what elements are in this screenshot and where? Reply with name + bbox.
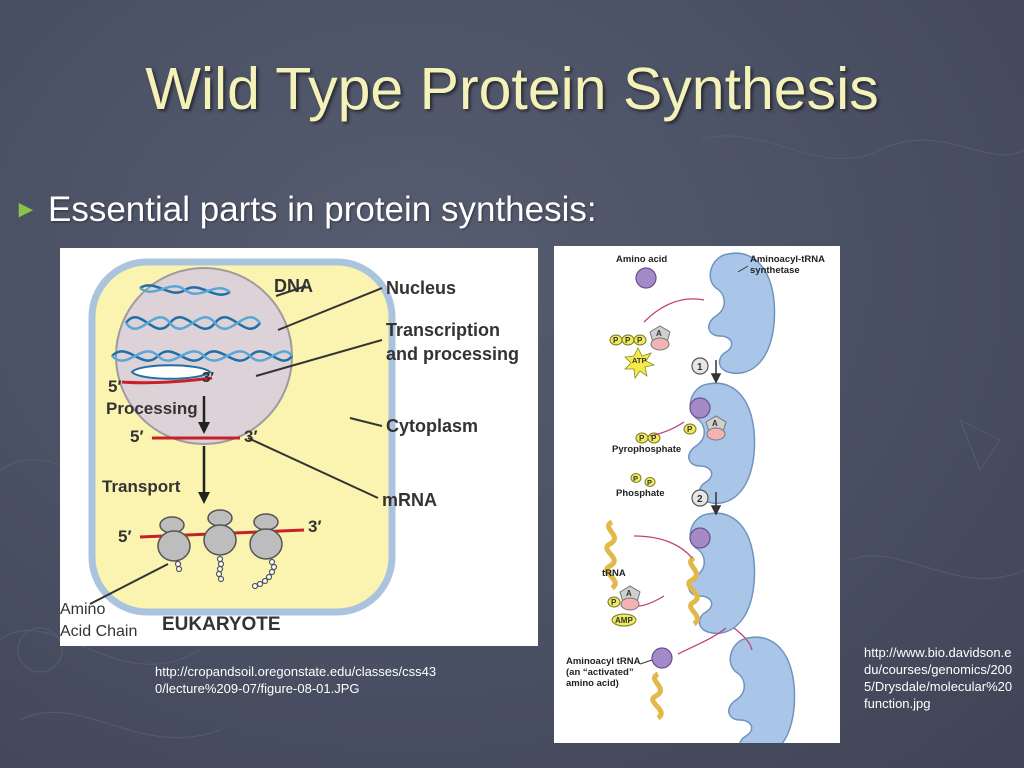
adenosine-icon — [619, 325, 727, 611]
aminoacyl-leader — [639, 659, 653, 665]
label-p-2: P — [625, 336, 631, 345]
dna-helix-icon — [111, 284, 293, 362]
label-eukaryote: EUKARYOTE — [162, 614, 281, 635]
pre-mrna-strand — [121, 376, 213, 385]
label-p-7: P — [633, 474, 638, 483]
label-transport: Transport — [102, 477, 181, 496]
label-amp: AMP — [615, 616, 633, 625]
synthetase-leader — [737, 265, 749, 273]
slide-title: Wild Type Protein Synthesis — [145, 56, 879, 122]
label-aminoacyl-line3: amino acid) — [566, 678, 619, 689]
label-five-prime-top: 5′ — [108, 377, 122, 396]
label-amino-line1: Amino — [60, 601, 105, 618]
phosphate-icon — [607, 334, 697, 608]
label-synthetase-line2: synthetase — [750, 265, 800, 276]
trna-charging-figure: Amino acid Aminoacyl-tRNA synthetase P P… — [554, 246, 840, 743]
label-dna: DNA — [274, 276, 313, 296]
label-mrna: mRNA — [382, 490, 437, 510]
right-figure-caption: http://www.bio.davidson.edu/courses/geno… — [864, 645, 1013, 711]
label-three-prime-bottom: 3′ — [308, 517, 322, 536]
leader-lines — [89, 285, 383, 605]
label-five-prime-bottom: 5′ — [118, 527, 132, 546]
label-atp: ATP — [632, 356, 646, 365]
amino-acid-icon — [635, 267, 711, 669]
amino-acid-chain-icon — [174, 555, 278, 590]
eukaryote-figure: 5′ 3′ Processing 5′ 3′ Transport 5′ 3′ — [60, 248, 538, 646]
amp-badge — [611, 613, 637, 627]
label-transcription-line1: Transcription — [386, 320, 500, 340]
label-aminoacyl-line1: Aminoacyl tRNA — [566, 656, 641, 667]
label-p-3: P — [637, 336, 643, 345]
step-2-badge — [691, 489, 709, 507]
label-amino-acid: Amino acid — [616, 254, 667, 265]
label-trna: tRNA — [602, 568, 626, 579]
label-aminoacyl-line2: (an “activated” — [566, 667, 634, 678]
label-p-5: P — [639, 434, 645, 443]
label-p-9: P — [611, 598, 617, 607]
label-phosphate: Phosphate — [616, 488, 665, 499]
label-five-prime-mid: 5′ — [130, 427, 144, 446]
trna-icon — [604, 519, 700, 721]
transport-arrow-icon — [198, 446, 210, 504]
trna-charging-diagram: Amino acid Aminoacyl-tRNA synthetase P P… — [566, 252, 825, 743]
label-p-8: P — [647, 478, 652, 487]
left-figure-caption: http://cropandsoil.oregonstate.edu/class… — [155, 664, 437, 696]
step-1-badge — [691, 357, 709, 375]
label-amino-line2: Acid Chain — [60, 623, 137, 640]
label-a-2: A — [712, 419, 718, 428]
label-transcription-line2: and processing — [386, 344, 519, 364]
transcription-bubble — [130, 364, 212, 380]
label-processing: Processing — [106, 399, 198, 418]
magenta-arrows — [633, 298, 753, 655]
label-three-prime-mid: 3′ — [244, 427, 258, 446]
eukaryote-diagram: 5′ 3′ Processing 5′ 3′ Transport 5′ 3′ — [60, 258, 519, 640]
label-synthetase-line1: Aminoacyl-tRNA — [750, 254, 825, 265]
label-three-prime-top: 3′ — [202, 369, 214, 386]
label-cytoplasm: Cytoplasm — [386, 416, 478, 436]
atp-starburst-icon — [624, 347, 656, 380]
label-a-3: A — [626, 589, 632, 598]
label-p-1: P — [613, 336, 619, 345]
reaction-arrows — [710, 360, 722, 516]
label-step-2: 2 — [697, 494, 703, 505]
label-nucleus: Nucleus — [386, 278, 456, 298]
label-pyrophosphate: Pyrophosphate — [612, 444, 681, 455]
label-p-6: P — [651, 434, 657, 443]
label-p-4: P — [687, 425, 693, 434]
label-step-1: 1 — [697, 362, 703, 373]
bullet-arrow-icon: ► — [14, 196, 38, 223]
bullet-item: ► Essential parts in protein synthesis: — [14, 190, 597, 230]
label-a-1: A — [656, 329, 662, 338]
processing-arrow-icon — [198, 396, 210, 434]
bullet-text: Essential parts in protein synthesis: — [48, 190, 597, 229]
ribosome-icon — [157, 509, 283, 562]
